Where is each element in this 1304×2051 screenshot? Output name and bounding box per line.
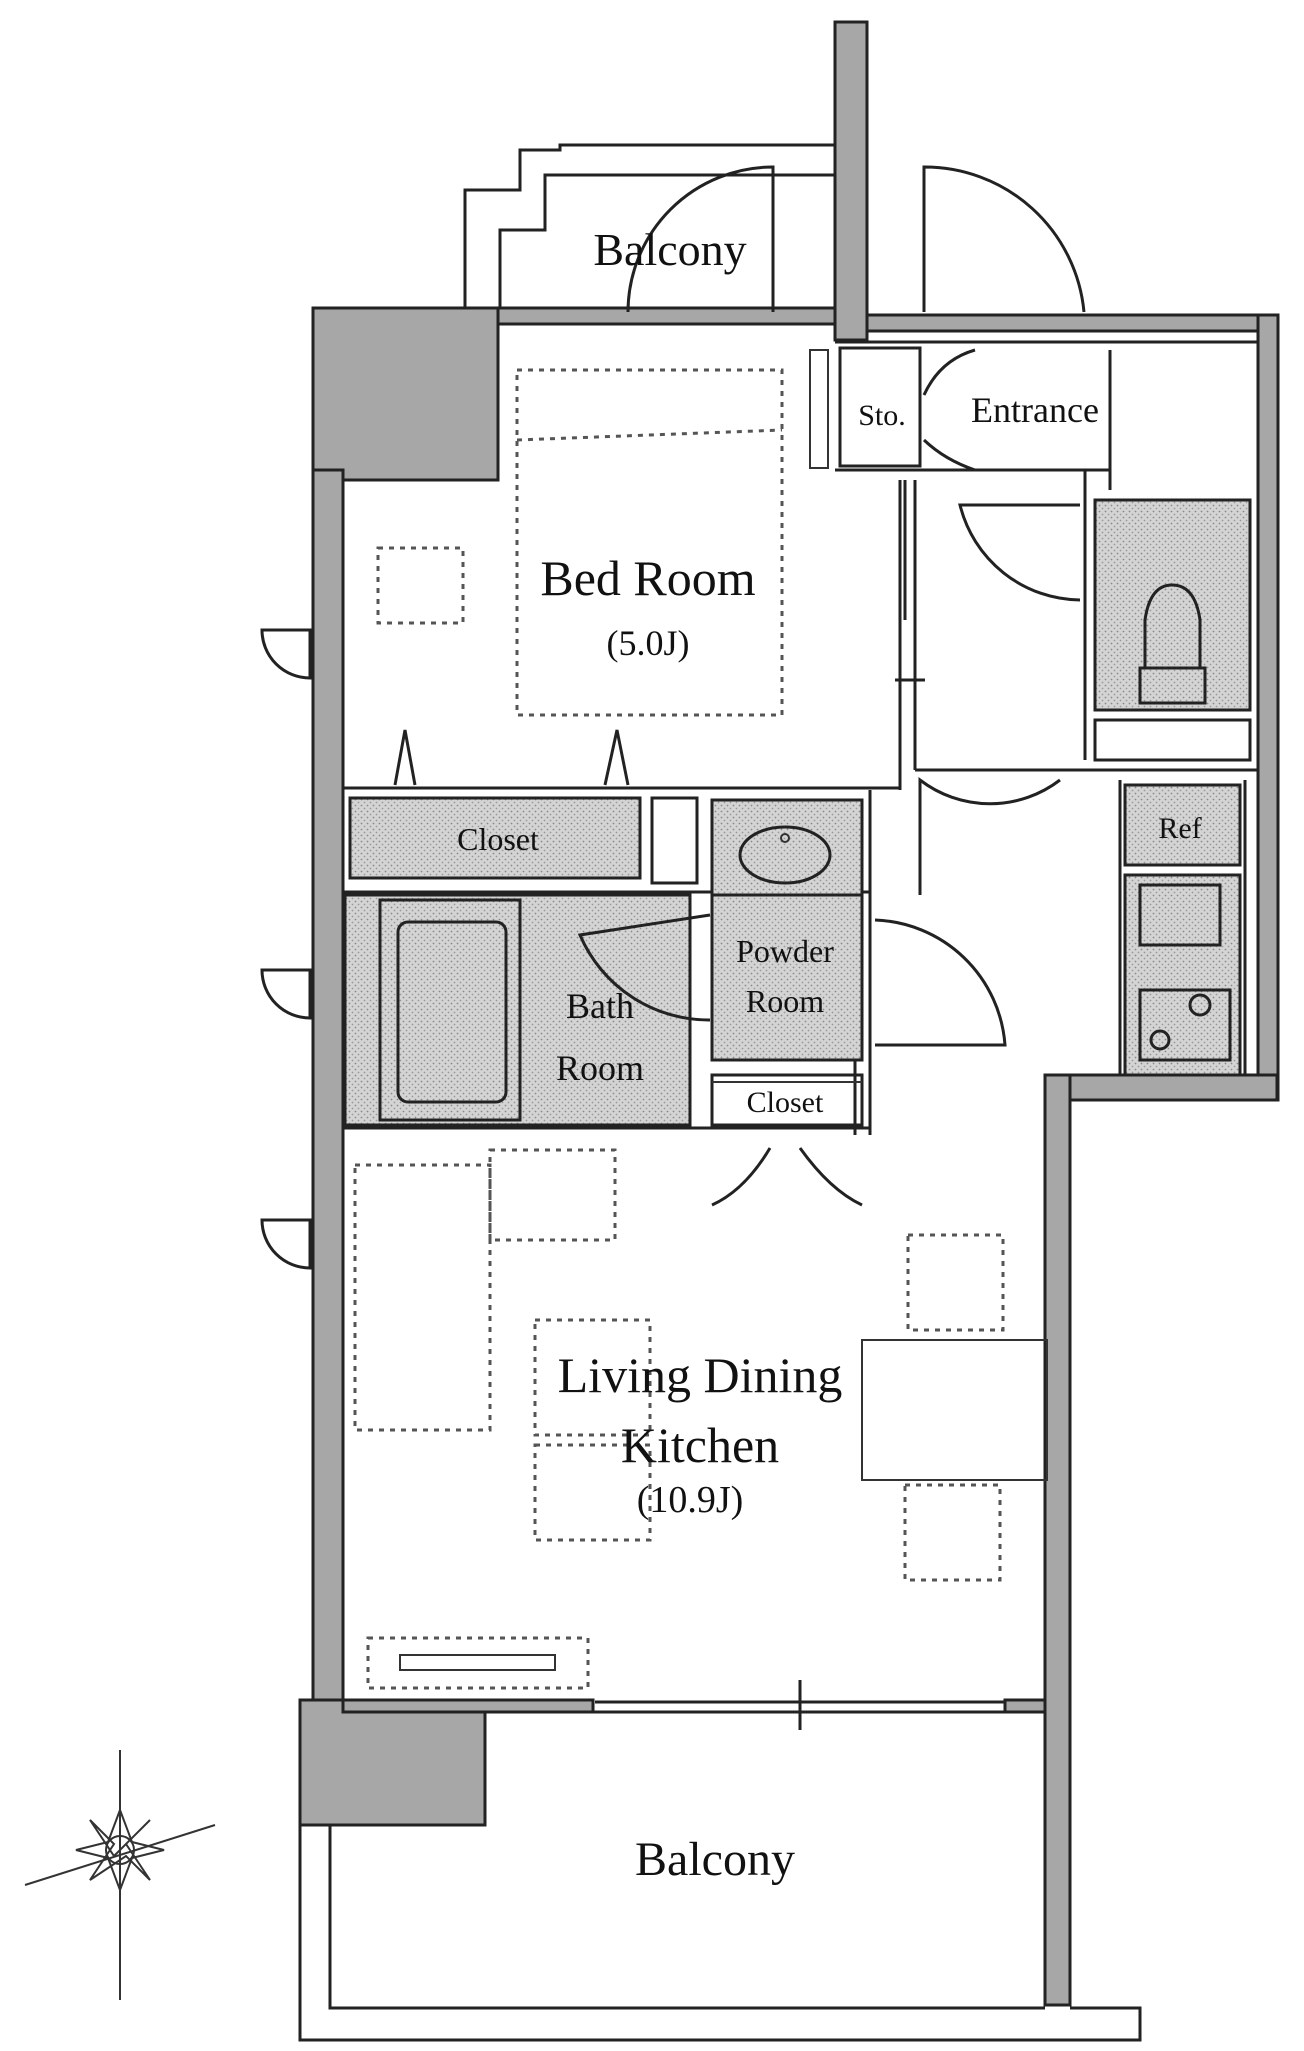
kitchen-counter <box>1123 783 1242 1077</box>
balcony-bottom-label: Balcony <box>635 1833 795 1886</box>
doors <box>260 165 1086 1730</box>
toilet-room <box>1093 498 1252 762</box>
furniture-outlines <box>353 368 1048 1690</box>
bedroom-closet-label: Closet <box>457 821 539 857</box>
hall-closet <box>710 1073 864 1127</box>
toilet-icon <box>1138 583 1207 705</box>
balcony-top <box>463 20 869 342</box>
bath-room-label-line2: Room <box>556 1048 644 1088</box>
ldk-label-line2: Kitchen <box>621 1417 779 1473</box>
storage-label: Sto. <box>858 399 906 432</box>
refrigerator-label: Ref <box>1158 812 1201 845</box>
compass-icon <box>24 1750 216 2000</box>
storage-closet <box>809 346 922 469</box>
bedroom-label: Bed Room <box>540 550 755 606</box>
bathtub-icon <box>396 920 508 1104</box>
bath-room <box>343 893 692 1127</box>
bath-room-label-line1: Bath <box>566 986 634 1026</box>
bedroom-size-label: (5.0J) <box>607 623 690 663</box>
balcony-top-label: Balcony <box>593 224 746 275</box>
powder-room <box>710 798 864 1062</box>
ldk-label-line1: Living Dining <box>558 1347 843 1403</box>
sink-icon <box>738 825 832 885</box>
bedroom-closet <box>348 796 699 885</box>
powder-room-label-line1: Powder <box>736 933 834 969</box>
hall-closet-label: Closet <box>747 1086 824 1119</box>
entrance-label: Entrance <box>971 390 1099 430</box>
powder-room-label-line2: Room <box>746 983 824 1019</box>
stove-icon <box>1138 988 1232 1062</box>
exterior-walls <box>298 306 1280 2042</box>
ldk-size-label: (10.9J) <box>637 1479 744 1521</box>
